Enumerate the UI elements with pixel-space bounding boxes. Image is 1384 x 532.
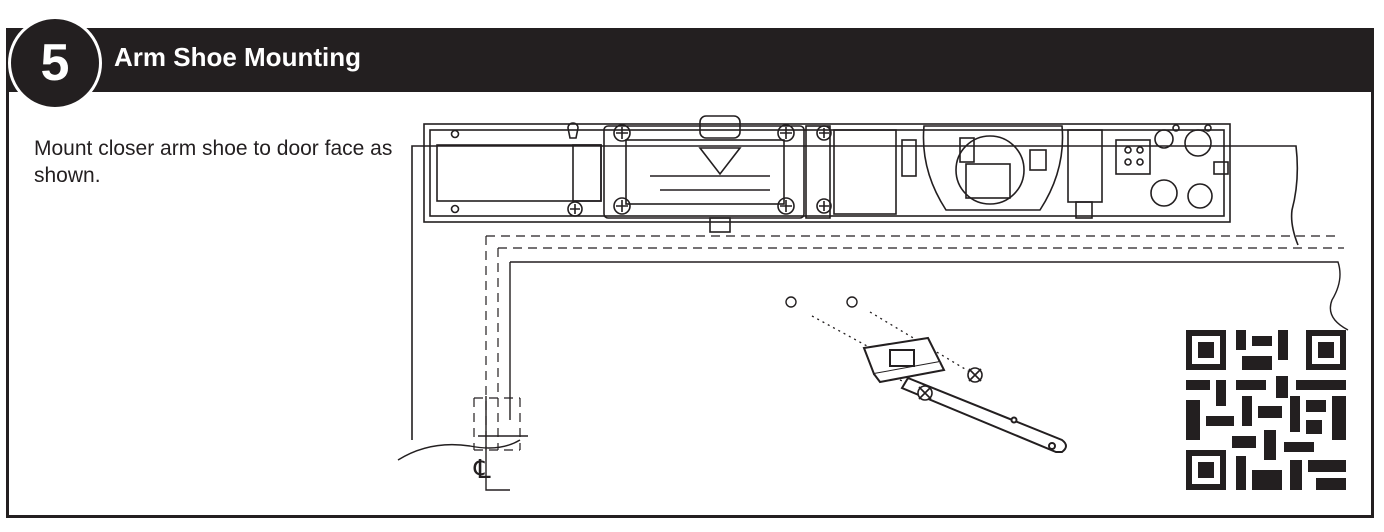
mid-housing — [833, 129, 897, 215]
hinge-outline-dashed — [473, 397, 521, 451]
qr-code — [1186, 330, 1346, 490]
mounting-hole-1 — [1154, 129, 1174, 149]
closer-body-inner — [429, 129, 1225, 217]
closer-cylinder — [436, 144, 602, 202]
valve-block — [603, 125, 805, 219]
motor-gear — [955, 135, 1025, 205]
door-frame-outline — [411, 145, 1299, 440]
centerline-symbol: ℄ — [473, 454, 491, 484]
spindle-top — [699, 115, 741, 139]
keyhole-slot — [567, 122, 579, 139]
step-number: 5 — [40, 34, 70, 92]
step-header-bar — [6, 28, 1374, 92]
spindle-bottom — [709, 217, 731, 233]
alignment-line-2 — [869, 311, 971, 373]
spindle-triangle — [698, 147, 742, 176]
screw-hole-1 — [785, 296, 797, 308]
mounting-hole-4 — [1187, 183, 1213, 209]
section-title: Arm Shoe Mounting — [114, 42, 361, 72]
terminal-block — [1115, 139, 1151, 175]
step-panel-frame — [6, 28, 1374, 518]
door-top-edge — [510, 261, 1349, 331]
closer-arm — [900, 376, 1067, 453]
closer-body — [423, 123, 1231, 223]
mounting-hole-3 — [1150, 179, 1178, 207]
instruction-text: Mount closer arm shoe to door face as sh… — [34, 137, 393, 187]
alignment-line-1 — [811, 315, 879, 353]
mounting-hole-2 — [1184, 129, 1212, 157]
motor-cage — [922, 125, 1064, 211]
terminal-housing — [1067, 129, 1103, 203]
screw-2 — [613, 124, 631, 142]
screw-hole-2 — [846, 296, 858, 308]
step-number-badge — [8, 16, 102, 110]
screw-1 — [567, 201, 583, 217]
